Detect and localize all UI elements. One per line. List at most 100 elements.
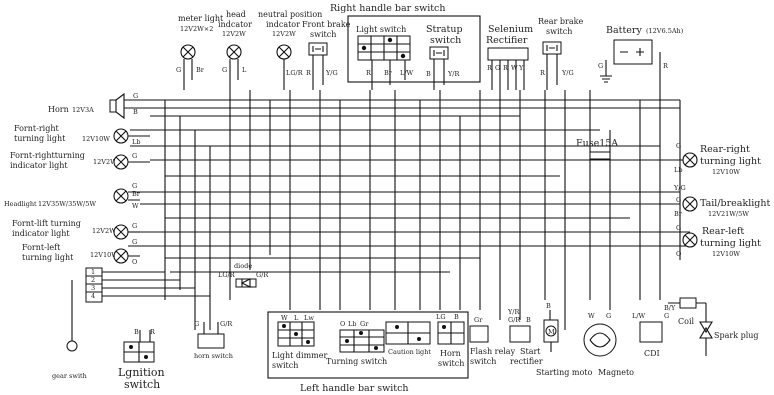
horn: Horn 12V3A G B (48, 92, 138, 120)
diode-wire-1: LG/R (218, 271, 236, 279)
dimmer-name2: switch (272, 361, 298, 370)
front-left-turn-wire-2: O (132, 258, 137, 266)
rear-left-turning-light: Rear-left turning light 12V10W G O (676, 224, 761, 258)
coil: B/Y G Coil (664, 297, 706, 326)
horn-icon (109, 92, 125, 120)
ignition-name1: Lgnition (118, 366, 165, 379)
front-left-turning-light: Fornt-left turning light 12V10W G O (22, 238, 140, 266)
rear-brake-wire-2: Y/G (561, 69, 574, 77)
lamp-icon (226, 44, 242, 60)
rear-left-turn-wire-1: G (676, 224, 681, 232)
ground-icon (600, 75, 612, 83)
horn-switch: G G/R horn switch (194, 320, 233, 360)
switch-icon (542, 41, 562, 55)
turning-name: Turning switch (326, 357, 387, 366)
headlight-wire-1: G (132, 182, 137, 190)
cdi-wire: L/W (632, 312, 646, 320)
lamp-icon (113, 248, 129, 264)
dimmer-wire-2: L (294, 314, 299, 322)
front-right-ind-spec: 12V2W (93, 158, 117, 166)
front-brake-wire-2: Y/G (325, 69, 338, 77)
diode-name: diode (234, 262, 252, 270)
switch-icon (429, 46, 449, 60)
front-left-ind-spec: 12V2W (92, 227, 116, 235)
rear-left-turn-name1: Rear-left (702, 226, 744, 237)
rear-left-turn-wire-2: O (676, 250, 681, 258)
front-brake-name1: Front brake (302, 20, 351, 29)
front-left-ind-wire: G (132, 222, 137, 230)
tail-brake-name: Tail/breaklight (700, 198, 770, 209)
neutral-indicator: neutral position indcator 12V2W LG/R (258, 10, 322, 90)
front-right-ind-name2: indicator light (10, 161, 68, 170)
tail-brake-spec: 12V21W/5W (708, 210, 749, 218)
dimmer-name1: Light dimmer (272, 351, 327, 360)
headlight-wire-3: W (132, 202, 139, 210)
head-indicator-name2: indcator (218, 20, 252, 29)
horn-switch-left: LG B Horn switch (436, 313, 465, 368)
horn-switch-wire-2: G/R (220, 320, 233, 328)
diode: diode LG/R G/R (218, 262, 269, 288)
light-switch-wire-2: Br (384, 69, 393, 77)
diagram-title: Right handle bar switch (330, 3, 446, 14)
dimmer-wire-1: W (281, 314, 288, 322)
headlight-name: Headlight (4, 200, 37, 208)
flash-name2: switch (470, 357, 496, 366)
tail-brake-wire-1: Y/G (673, 184, 686, 192)
light-dimmer-switch: W L Lw Light dimmer switch (272, 314, 327, 370)
battery-wire-2: R (663, 62, 669, 70)
front-left-ind-name2: indicator light (12, 229, 70, 238)
fuse: Fuse15A (576, 138, 618, 160)
headlight: Headlight 12V35W/35W/5W G Br W (4, 182, 141, 210)
dimmer-wire-3: Lw (304, 314, 314, 322)
switch-icon (123, 341, 155, 363)
ignition-switch: B R Lgnition switch (118, 328, 165, 391)
front-left-turn-name1: Fornt-left (22, 243, 61, 252)
horn-wire-2: B (133, 108, 138, 116)
rear-brake-switch: Rear brake switch R Y/G (538, 17, 583, 90)
wire-bus (130, 90, 690, 330)
front-right-turn-spec: 12V10W (82, 135, 110, 143)
neutral-indicator-name1: neutral position (258, 10, 322, 19)
light-switch: Light switch R Br L/W (356, 25, 414, 90)
tail-brake-wire-3: Br (674, 210, 683, 218)
diode-wire-2: G/R (256, 271, 269, 279)
turning-switch: O Lb Gr Turning switch (326, 320, 387, 366)
rectifier-wire-4: W (511, 64, 518, 72)
magneto: W G Magneto (583, 312, 634, 377)
stratup-name1: Stratup (426, 24, 463, 35)
turning-wire-2: Lb (348, 320, 356, 328)
horn-left-wire-1: LG (436, 313, 446, 321)
battery-icon (613, 39, 653, 65)
motor-name: Starting moto (536, 368, 592, 377)
rear-right-turn-spec: 12V10W (712, 168, 740, 176)
meter-light-wire-1: G (176, 66, 181, 74)
neutral-indicator-spec: 12V2W (272, 30, 296, 38)
cdi-name: CDI (644, 349, 660, 358)
ignition-wire-1: B (134, 328, 139, 336)
rectifier-wire-5: Y (518, 64, 524, 72)
lamp-icon (180, 44, 196, 60)
magneto-wire-2: G (606, 312, 611, 320)
start-rect-wire-2: G/R (508, 316, 521, 324)
rectifier-name1: Selenium (488, 24, 533, 35)
battery: Battery (12V6.5Ah) G R (598, 25, 684, 100)
rear-left-turn-spec: 12V10W (712, 250, 740, 258)
headlight-wire-2: Br (132, 190, 141, 198)
caution-name: Caution light (388, 348, 431, 356)
ignition-wire-2: R (150, 328, 156, 336)
front-brake-name2: switch (310, 30, 336, 39)
gear-switch-name: gear swith (52, 372, 87, 380)
meter-light: meter light 12V2W×2 G Br (176, 14, 224, 90)
rear-right-turn-name1: Rear-right (700, 144, 750, 155)
switch-icon (357, 35, 411, 61)
selenium-rectifier: Selenium Rectifier R G R W Y (486, 24, 533, 90)
start-rect-name2: rectifier (510, 357, 543, 366)
bottom-title: Left handle bar switch (300, 383, 409, 394)
horn-left-name2: switch (438, 359, 464, 368)
stratup-wire-2: Y/R (447, 70, 460, 78)
rear-brake-wire-1: R (540, 69, 546, 77)
switch-icon (308, 42, 328, 56)
neutral-indicator-name2: indcator (266, 20, 300, 29)
coil-name: Coil (678, 317, 694, 326)
